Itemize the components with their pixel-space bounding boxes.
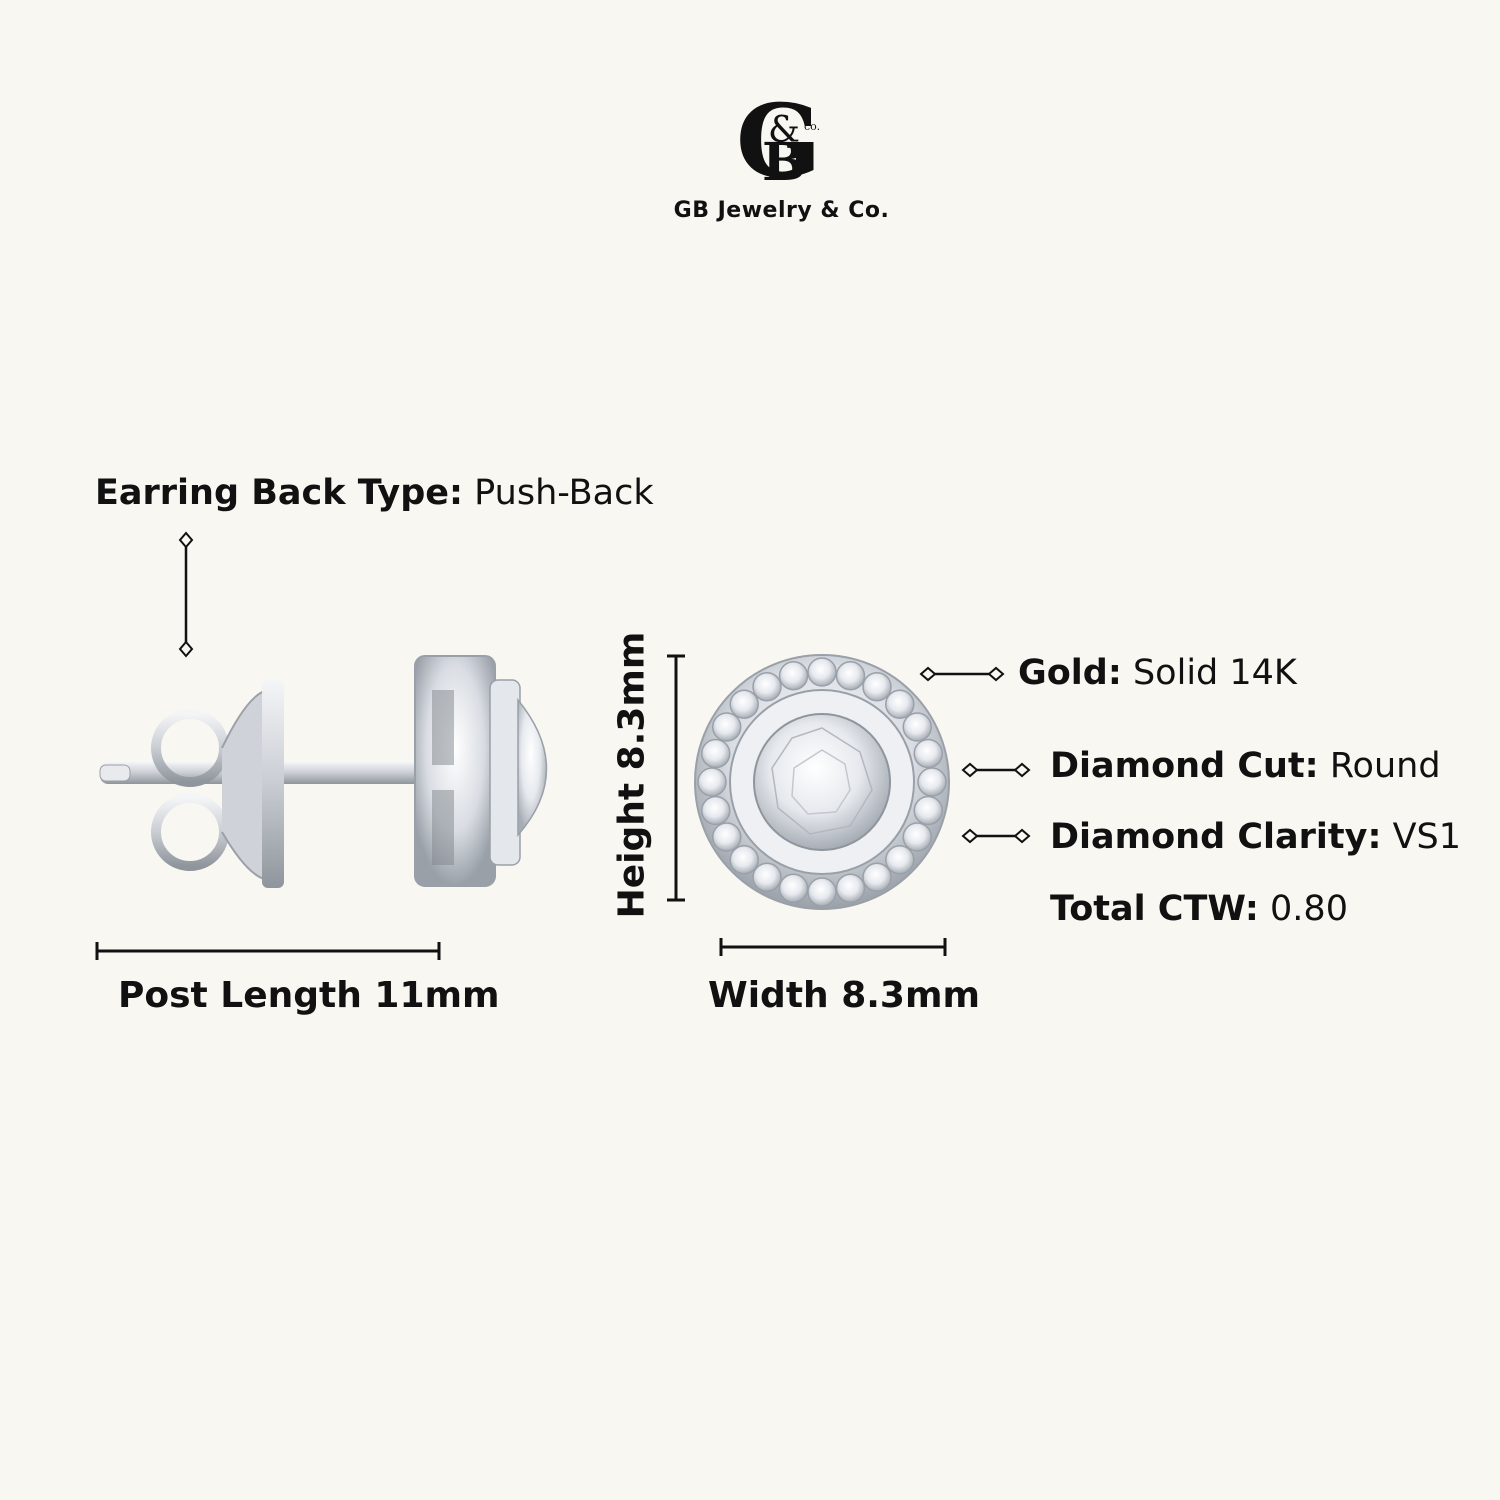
halo-stone [835, 660, 866, 691]
spec-diamond-cut: Diamond Cut: Round [1050, 746, 1441, 786]
halo-stone [752, 671, 782, 702]
spec-gold: Gold: Solid 14K [1018, 653, 1297, 693]
spec-diamond-cut-label: Diamond Cut: [1050, 746, 1319, 786]
logo-g-glyph: G [736, 82, 821, 190]
halo-stone [729, 845, 759, 875]
brand-logo: G & B co. [736, 82, 821, 190]
logo-b-glyph: B [762, 132, 806, 190]
post-length-measure [95, 942, 441, 960]
halo-stone [902, 822, 933, 852]
halo-stone [729, 689, 759, 719]
spec-back-type: Earring Back Type: Push-Back [95, 473, 654, 513]
halo-stone [807, 657, 837, 687]
height-measure [667, 654, 685, 902]
width-label: Width 8.3mm [708, 975, 980, 1016]
spec-diamond-clarity: Diamond Clarity: VS1 [1050, 817, 1461, 857]
halo-stone [913, 738, 944, 769]
halo-stone [885, 689, 915, 719]
halo-stone [711, 822, 742, 852]
earring-front-view-image [694, 654, 950, 910]
halo-stone [778, 660, 809, 691]
spec-diamond-cut-value: Round [1329, 746, 1441, 786]
spec-total-ctw-label: Total CTW: [1050, 889, 1259, 929]
back-type-pointer [178, 531, 194, 658]
halo-stone [885, 845, 915, 875]
halo-stone [807, 877, 837, 907]
spec-gold-value: Solid 14K [1132, 653, 1297, 693]
logo-ampersand-glyph: & [768, 110, 800, 151]
spec-diamond-clarity-label: Diamond Clarity: [1050, 817, 1382, 857]
halo-stone [862, 862, 892, 893]
halo-stone [752, 862, 782, 893]
halo-stone [913, 795, 944, 826]
halo-stone [700, 738, 731, 769]
earring-side-view-image [99, 655, 548, 888]
halo-stone [917, 767, 947, 797]
spec-diamond-clarity-value: VS1 [1392, 817, 1462, 857]
spec-total-ctw-value: 0.80 [1270, 889, 1348, 929]
diamond-clarity-pointer [961, 828, 1031, 844]
halo-stone [835, 873, 866, 904]
gold-pointer [919, 666, 1005, 682]
logo-co-glyph: co. [804, 120, 820, 133]
spec-total-ctw: Total CTW: 0.80 [1050, 889, 1348, 929]
width-measure [719, 938, 947, 956]
halo-stone [778, 873, 809, 904]
halo-stone [902, 712, 933, 742]
post-length-label: Post Length 11mm [118, 975, 500, 1016]
spec-back-type-label: Earring Back Type: [95, 473, 464, 513]
halo-stone [711, 712, 742, 742]
halo-stone [700, 795, 731, 826]
halo-stone [862, 671, 892, 702]
brand-name: GB Jewelry & Co. [673, 198, 890, 223]
halo-stone [697, 767, 727, 797]
diamond-cut-pointer [961, 762, 1031, 778]
spec-back-type-value: Push-Back [474, 473, 654, 513]
spec-gold-label: Gold: [1018, 653, 1122, 693]
